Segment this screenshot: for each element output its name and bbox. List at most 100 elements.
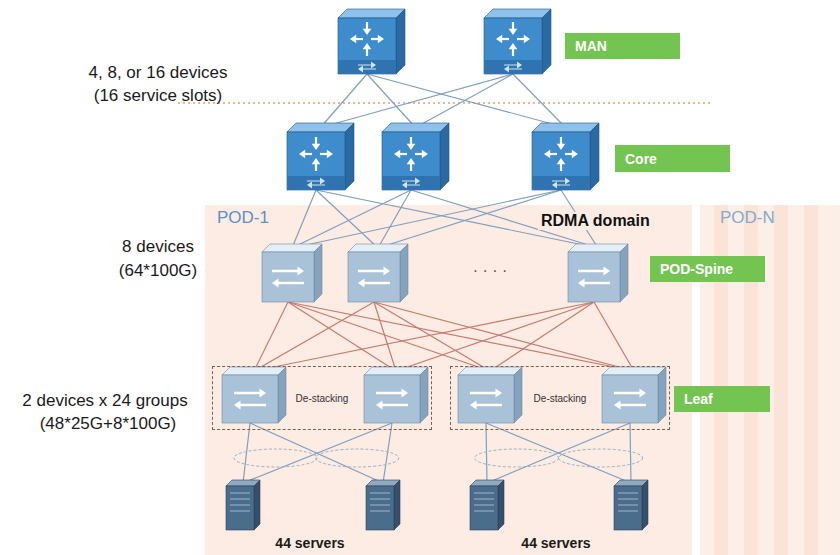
fabric-line (396, 302, 594, 371)
arrow-head (363, 29, 372, 35)
device-front (484, 18, 542, 74)
arrow-head (509, 29, 518, 35)
arrow-head (402, 388, 409, 397)
arrow-head (363, 43, 372, 49)
uplink-line (292, 190, 316, 248)
region-title: POD-N (720, 208, 775, 228)
de-stacking-group: De-stacking (212, 366, 432, 430)
arrow-head (312, 158, 321, 164)
arrow-head (572, 150, 578, 159)
device-top (568, 244, 628, 252)
arrow-shaft (311, 185, 325, 186)
group-label: De-stacking (532, 393, 589, 404)
device-side (254, 480, 260, 530)
switch-icon (568, 244, 628, 302)
router-base (532, 176, 590, 190)
device-side (542, 9, 551, 74)
arrow-head (260, 388, 267, 397)
arrow-head (358, 66, 363, 73)
access-line (250, 423, 383, 483)
arrow-head (557, 158, 566, 164)
server-bay (370, 493, 390, 494)
fabric-line (374, 302, 490, 371)
arrow-head (552, 182, 557, 189)
group-label: De-stacking (294, 393, 351, 404)
arrow-head (320, 178, 325, 185)
uplink-line (292, 190, 411, 248)
arrow-head (614, 400, 621, 409)
fabric-line (254, 302, 374, 371)
server-bay (618, 493, 638, 494)
arrow-head (557, 144, 566, 150)
fabric-line (374, 302, 396, 371)
arrow-shaft (619, 404, 646, 407)
server-bay (618, 499, 638, 500)
server-bay (370, 505, 390, 506)
router-base (287, 176, 345, 190)
server-count: 44 servers (275, 535, 344, 551)
arrow-shaft (583, 282, 610, 285)
switch-icon (364, 367, 428, 423)
arrow-head (402, 182, 407, 189)
arrow-head (371, 62, 376, 69)
switch-icon (348, 244, 408, 302)
fabric-line (490, 302, 594, 371)
de-stacking-group: De-stacking (450, 366, 670, 430)
arrow-shaft (358, 270, 385, 273)
uplink-line (292, 190, 561, 248)
fabric-line (288, 302, 634, 371)
device-top (348, 244, 408, 252)
device-front (470, 486, 498, 530)
server-bay (230, 499, 250, 500)
layer-tag: MAN (565, 33, 680, 59)
arrow-shaft (508, 69, 522, 70)
device-side (620, 244, 628, 302)
ellipsis-mark: · · · · (473, 262, 508, 280)
arrow-shaft (239, 404, 266, 407)
server-bay (474, 505, 494, 506)
access-line (243, 423, 392, 483)
arrow-head (407, 158, 416, 164)
device-side (514, 367, 522, 423)
bundle-ellipse (316, 449, 399, 467)
router-base (382, 176, 440, 190)
switch-icon (458, 367, 522, 423)
arrow-head (496, 388, 503, 397)
layer-tag: POD-Spine (650, 256, 765, 282)
device-front (458, 375, 514, 423)
arrow-shaft (307, 181, 321, 182)
arrow-head (422, 150, 428, 159)
device-top (222, 367, 286, 375)
arrow-head (394, 150, 400, 159)
arrow-shaft (406, 185, 420, 186)
layer-name: Core (625, 151, 657, 167)
arrow-shaft (381, 404, 408, 407)
bundle-ellipse (234, 449, 317, 467)
arrow-shaft (578, 270, 605, 273)
device-top (287, 123, 354, 132)
arrow-head (378, 35, 384, 44)
uplink-line (367, 74, 566, 128)
arrow-head (604, 266, 611, 275)
arrow-head (415, 178, 420, 185)
region-title: RDMA domain (538, 212, 653, 230)
layer-spec: 2 devices x 24 groups (22, 391, 187, 411)
arrow-head (496, 35, 502, 44)
arrow-shaft (363, 282, 390, 285)
arrow-head (327, 150, 333, 159)
devices (222, 9, 666, 530)
arrow-head (544, 150, 550, 159)
device-front (222, 375, 278, 423)
router-base (484, 60, 542, 74)
arrow-head (504, 66, 509, 73)
link-lines (234, 74, 643, 483)
router-icon (338, 9, 405, 74)
arrow-shaft (272, 270, 299, 273)
pod-region: POD-1RDMA domainDe-stackingDe-stacking (205, 205, 692, 555)
arrow-head (565, 178, 570, 185)
layer-name: MAN (575, 38, 607, 54)
pod-stripe (804, 205, 818, 555)
uplink-line (378, 190, 561, 248)
uplink-line (321, 74, 368, 128)
fabric-line (594, 302, 634, 371)
